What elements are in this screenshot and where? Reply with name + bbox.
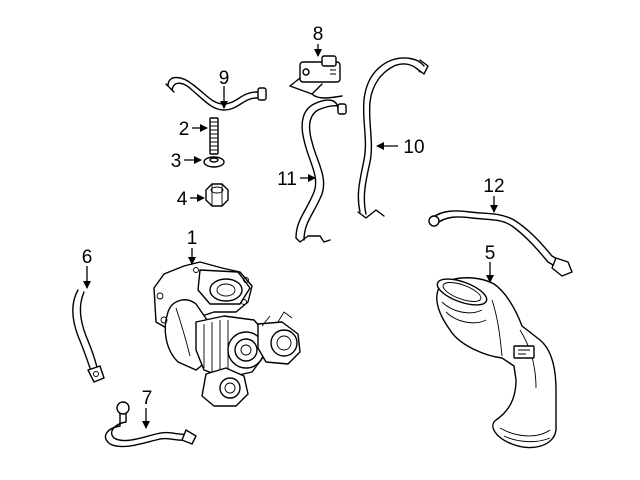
part-7-pipe xyxy=(104,401,197,448)
callout-8: 8 xyxy=(313,24,324,45)
callout-7: 7 xyxy=(142,388,153,409)
part-11-hose xyxy=(295,99,347,243)
part-1-turbocharger xyxy=(153,261,301,407)
callout-4: 4 xyxy=(177,189,188,210)
part-12-pipe xyxy=(428,210,573,277)
callout-9: 9 xyxy=(219,68,230,89)
part-6-pipe xyxy=(72,289,105,383)
callout-1: 1 xyxy=(187,228,198,249)
callout-5: 5 xyxy=(485,243,496,264)
leader-lines xyxy=(83,44,498,429)
callout-2: 2 xyxy=(179,119,190,140)
part-2-stud xyxy=(209,117,219,155)
callout-10: 10 xyxy=(403,137,424,158)
part-10-hose xyxy=(357,57,429,219)
callout-11: 11 xyxy=(277,169,297,190)
part-8-sensor xyxy=(289,55,343,99)
callout-3: 3 xyxy=(171,151,182,172)
callout-12: 12 xyxy=(483,176,504,197)
callout-6: 6 xyxy=(82,247,93,268)
part-5-intake-duct xyxy=(436,277,557,449)
part-4-nut xyxy=(205,183,229,207)
part-3-washer xyxy=(203,156,225,168)
callout-labels: 8 9 2 3 4 11 10 12 1 6 5 7 xyxy=(82,24,505,409)
part-9-hose xyxy=(165,76,267,111)
